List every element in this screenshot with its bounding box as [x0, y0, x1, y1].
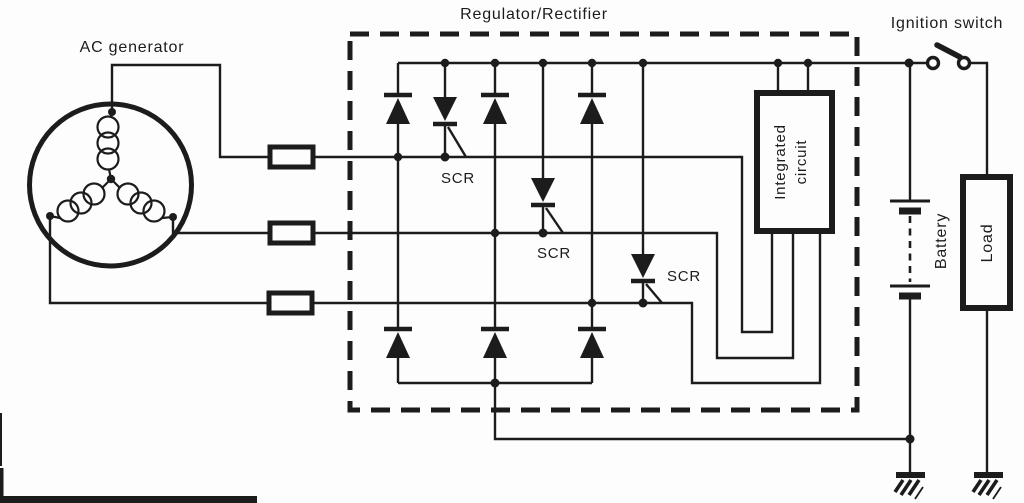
- load-block: Load: [960, 174, 1013, 311]
- diode-top-1: [384, 92, 412, 124]
- regulator-rectifier-label: Regulator/Rectifier: [460, 6, 608, 23]
- diode-bottom-3: [578, 326, 606, 358]
- stator-winding-coils: [49, 111, 174, 223]
- ground-symbol-load: [971, 472, 1003, 500]
- scr-1-gate: [446, 126, 468, 158]
- wiring: [48, 61, 989, 473]
- phase-lead-bottom: [48, 216, 269, 305]
- integrated-circuit-label-line2: circuit: [793, 140, 810, 185]
- phase-lead-middle: [171, 217, 270, 235]
- switch-lever: [934, 42, 963, 60]
- integrated-circuit-box: [754, 90, 835, 234]
- switch-to-load-wire: [970, 61, 989, 177]
- junction-dots: [46, 58, 915, 444]
- scr-label-3: SCR: [667, 268, 701, 285]
- diode-bottom-2: [481, 326, 509, 358]
- phase-rail-3-to-ic: [312, 231, 822, 385]
- scr-3: [631, 254, 663, 304]
- load-box: [960, 174, 1013, 311]
- regulator-rectifier-boundary: [347, 31, 860, 413]
- ac-generator-label: AC generator: [80, 39, 185, 56]
- diode-top-3: [578, 92, 606, 124]
- scr-2-gate: [545, 207, 564, 234]
- fuse-3: [266, 290, 315, 316]
- scr-label-1: SCR: [441, 170, 475, 187]
- ignition-switch-symbol: [925, 42, 972, 71]
- generator-housing-circle: [27, 101, 194, 269]
- scr-label-2: SCR: [537, 245, 571, 262]
- ac-generator-symbol: [27, 101, 194, 269]
- fuse-2: [267, 220, 316, 246]
- ignition-switch-label: Ignition switch: [891, 15, 1004, 32]
- integrated-circuit-block: Integrated circuit: [754, 90, 835, 234]
- diode-top-2: [481, 92, 509, 124]
- scr-1: [433, 97, 468, 158]
- battery-label: Battery: [933, 213, 950, 269]
- ground-symbol-battery: [893, 472, 925, 500]
- integrated-circuit-label-line1: Integrated: [772, 124, 789, 200]
- phase-rail-2-to-ic: [313, 231, 795, 360]
- diode-bottom-1: [384, 326, 412, 358]
- phase-rail-1-to-ic: [313, 155, 774, 334]
- switch-contact-right: [956, 55, 972, 71]
- scan-edge-artifacts: [0, 413, 257, 503]
- scr-2: [531, 178, 564, 234]
- fuse-1: [267, 144, 316, 170]
- scr-3-gate: [645, 283, 663, 304]
- switch-contact-left: [925, 55, 941, 71]
- load-label: Load: [979, 224, 996, 263]
- battery-symbol: [890, 199, 930, 300]
- phase-lead-top: [110, 63, 270, 159]
